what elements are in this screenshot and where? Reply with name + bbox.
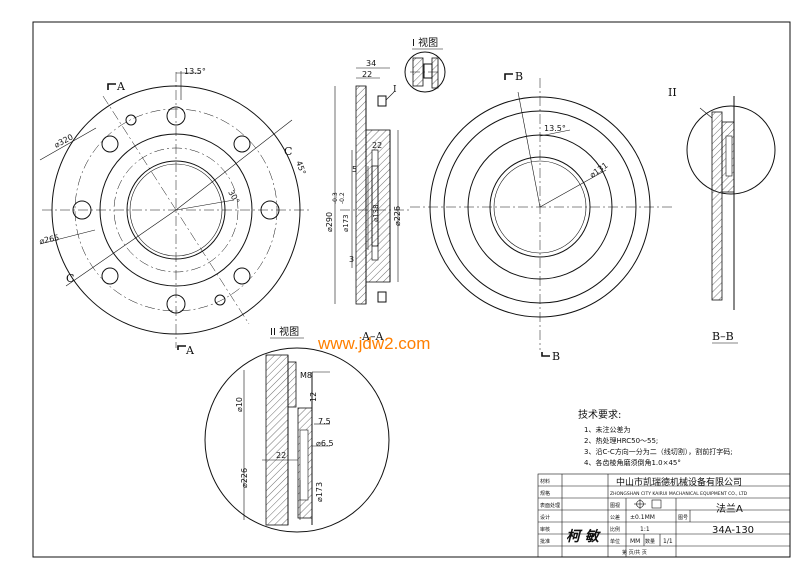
detail-i-view: [404, 51, 446, 93]
dim-d320: ⌀320: [53, 132, 75, 149]
bolt-hole: [233, 267, 251, 285]
front-view: [39, 71, 312, 350]
dim-len22b: 22: [372, 141, 382, 150]
dim-d10: ⌀10: [235, 397, 244, 412]
section-aa-label: A–A: [361, 330, 384, 343]
label-c-left: C: [66, 272, 74, 285]
dim-m8: M8: [300, 371, 312, 380]
tb-mid-label-1: 图视: [610, 502, 620, 509]
tb-mid-label-4: 单位: [610, 538, 620, 545]
designer-signature: 柯 敏: [566, 528, 601, 545]
qty-label: 数量: [645, 538, 655, 545]
detail-ii-view: [204, 347, 390, 533]
drawing-number: 34A-130: [712, 525, 754, 536]
dim-angle-45: 45°: [294, 160, 307, 176]
part-name: 法兰A: [716, 502, 743, 515]
dim-len22c: 22: [276, 451, 286, 460]
dim-len5: 5: [352, 165, 357, 174]
dim-len3: 3: [349, 255, 354, 264]
dim-len12: 12: [309, 392, 318, 402]
label-b-top: B: [515, 70, 523, 83]
tech-req-title: 技术要求:: [578, 408, 621, 421]
mark-i: I: [393, 85, 397, 95]
title-block: [537, 473, 791, 558]
section-bb-view: [686, 96, 776, 310]
tb-row-label-6: 批准: [540, 538, 550, 545]
dim-len22a: 22: [362, 70, 372, 79]
section-bb-label: B–B: [712, 330, 734, 343]
tb-row-label-1: 材料: [540, 478, 550, 485]
mark-ii: II: [668, 86, 677, 99]
tolerance-value: ±0.1MM: [630, 514, 655, 521]
sheet-border: [32, 21, 791, 558]
label-a-top: A: [116, 80, 126, 93]
detail-i-title: I 视图: [412, 36, 438, 49]
dim-tol-173b: -0.3: [332, 192, 339, 204]
tb-mid-label-3: 比例: [610, 526, 620, 533]
scale-value: 1:1: [640, 526, 650, 533]
tb-row-label-3: 表面处理: [540, 502, 560, 509]
label-c-right: C: [284, 145, 292, 158]
dim-tol-173: -0.2: [339, 192, 346, 204]
sheet-count: 第 页/共 页: [622, 549, 647, 556]
dim-angle-13-5-rear: 13.5°: [544, 124, 566, 133]
dim-d138: ⌀138: [372, 204, 380, 222]
dim-d173b: ⌀173: [315, 482, 324, 502]
tech-req-item-4: 4、各齿棱角磨须倒角1.0×45°: [584, 458, 681, 467]
bolt-hole: [101, 135, 119, 153]
rear-view-b: [410, 73, 672, 357]
qty-value: 1/1: [663, 538, 673, 545]
tb-row-label-2: 规格: [540, 490, 550, 497]
watermark: www.jdw2.com: [317, 334, 430, 353]
tech-req-item-2: 2、热处理HRC50～55;: [584, 436, 658, 445]
detail-ii-title: II 视图: [270, 325, 299, 338]
bolt-hole: [166, 106, 186, 126]
tech-req-item-3: 3、沿C-C方向一分为二（线切割），割前打字码;: [584, 447, 733, 456]
dim-d290: ⌀290: [325, 212, 334, 232]
bolt-hole: [233, 135, 251, 153]
company-en: ZHONGSHAN CITY KAIRUI MACHANICAL EQUIPME…: [610, 491, 748, 497]
unit-value: MM: [630, 538, 640, 545]
section-aa-view: [334, 67, 410, 305]
dim-angle-13-5-front: 13.5°: [184, 67, 206, 76]
dim-d226: ⌀226: [393, 206, 402, 226]
tb-mid-label-2: 公差: [610, 514, 620, 521]
dim-d131: ⌀131: [588, 161, 610, 180]
label-a-bottom: A: [185, 344, 195, 357]
dim-d226b: ⌀226: [240, 468, 249, 488]
label-b-bottom: B: [552, 350, 560, 363]
dim-d265: ⌀265: [39, 233, 61, 246]
dim-d173: ⌀173: [342, 214, 350, 232]
dim-len7-5: 7.5: [318, 417, 331, 426]
dim-d6-5: ⌀6.5: [316, 439, 334, 448]
company-cn: 中山市凯瑞德机械设备有限公司: [616, 476, 742, 488]
dim-len34: 34: [366, 59, 376, 68]
tech-req-item-1: 1、未注公差为: [584, 425, 630, 434]
tb-row-label-5: 审核: [540, 526, 550, 533]
code-label: 图号: [678, 515, 688, 521]
tb-row-label-4: 设计: [540, 514, 550, 521]
bolt-hole: [101, 267, 119, 285]
dim-angle-30: 30°: [226, 189, 241, 206]
